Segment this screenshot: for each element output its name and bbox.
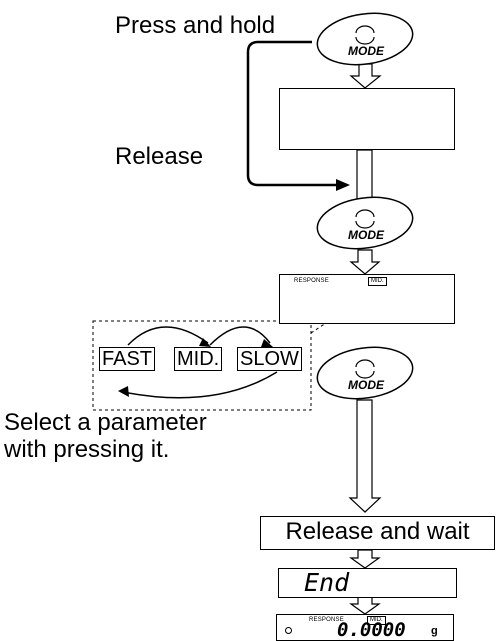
end-display-text: End	[304, 568, 350, 597]
rotate-arrows-icon	[355, 25, 375, 45]
response-current-value: MID.	[368, 277, 387, 286]
press-and-hold-label: Press and hold	[115, 12, 276, 39]
down-arrow-4	[348, 399, 382, 513]
hold-bracket-line	[246, 40, 338, 187]
mode-button-outline	[316, 196, 414, 250]
down-arrow-6	[349, 595, 381, 615]
option-mid[interactable]: MID.	[174, 347, 223, 371]
final-response-caption: RESPONSE	[309, 617, 344, 623]
rotate-arrows-icon	[355, 209, 375, 229]
select-parameter-label-line2: with pressing it.	[4, 436, 170, 463]
release-and-wait-box: Release and wait	[260, 516, 495, 550]
display-panel-end: End	[278, 568, 457, 598]
mode-button[interactable]: MODE	[314, 12, 416, 66]
final-response-tag: MID.	[367, 616, 386, 625]
mode-button-outline	[316, 12, 414, 66]
mode-button[interactable]: MODE	[314, 346, 416, 400]
response-caption: RESPONSE	[294, 278, 329, 284]
stability-mark-icon	[285, 627, 292, 634]
down-arrow-3	[349, 249, 381, 275]
mode-button-label: MODE	[348, 44, 384, 58]
mode-button-label: MODE	[348, 378, 384, 392]
parameter-selection-dashed-box	[92, 320, 312, 411]
rotate-arrows-icon	[355, 359, 375, 379]
mode-button-label: MODE	[348, 228, 384, 242]
release-label: Release	[115, 143, 204, 170]
option-slow[interactable]: SLOW	[237, 347, 302, 371]
down-arrow-1	[349, 63, 382, 89]
weight-value: 0.0000	[337, 619, 406, 641]
down-arrow-5	[349, 549, 381, 569]
display-panel-response: RESPONSE MID.	[279, 274, 455, 324]
mid-to-slow-arc	[209, 326, 271, 346]
fast-to-mid-arc	[127, 326, 209, 346]
display-panel-blinking	[279, 88, 455, 150]
select-parameter-label-line1: Select a parameter	[4, 409, 207, 436]
weight-unit: g	[431, 625, 438, 637]
slow-to-fast-arc	[122, 371, 278, 399]
display-panel-final: RESPONSE MID. 0.0000 g	[276, 614, 454, 641]
mode-button[interactable]: MODE	[314, 196, 416, 250]
mode-button-outline	[316, 346, 414, 400]
hold-bracket-arrowhead	[336, 179, 350, 191]
option-fast[interactable]: FAST	[99, 347, 156, 371]
